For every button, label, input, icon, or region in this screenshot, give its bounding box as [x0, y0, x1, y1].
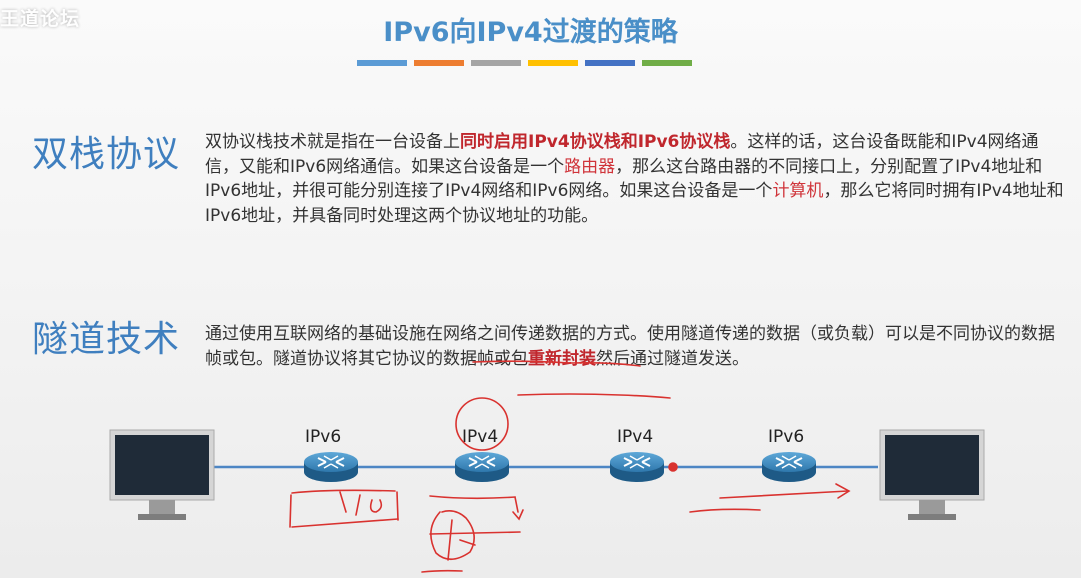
- watermark: 王道论坛: [0, 8, 81, 30]
- color-segment: [471, 60, 521, 66]
- color-segment: [585, 60, 635, 66]
- highlight-text: 路由器: [564, 156, 616, 177]
- color-segment: [528, 60, 578, 66]
- router-label-2: IPv4: [462, 427, 499, 447]
- text-segment: 。这样的话，这台设备既能和IPv4网络通信，又能和IPv6网络通信。如果这台设备…: [205, 132, 1039, 177]
- text-segment: 通过使用互联网络的基础设施在网络之间传递数据的方式。使用隧道传递的数据（或负载）…: [205, 324, 1055, 369]
- dual-stack-heading: 双栈协议: [32, 134, 181, 175]
- router-icon: [609, 451, 665, 483]
- router-label-4: IPv6: [768, 427, 805, 447]
- tunnel-paragraph: 通过使用互联网络的基础设施在网络之间传递数据的方式。使用隧道传递的数据（或负载）…: [205, 322, 1065, 371]
- highlight-text: 计算机: [772, 181, 824, 201]
- handwritten-annotation: [289, 360, 851, 573]
- dual-stack-paragraph: 双协议栈技术就是指在一台设备上同时启用IPv4协议栈和IPv6协议栈。这样的话，…: [205, 130, 1065, 228]
- text-segment: 然后通过隧道发送。: [596, 348, 749, 369]
- tunnel-heading: 隧道技术: [32, 319, 181, 360]
- color-segment: [642, 60, 692, 66]
- text-segment: 双协议栈技术就是指在一台设备上: [205, 132, 460, 152]
- color-segment: [414, 60, 464, 66]
- router-icon: [761, 451, 817, 483]
- router-label-3: IPv4: [617, 427, 654, 447]
- text-segment: ，那么它将同时拥有IPv4地址和IPv6地址，并具备同时处理这两个协议地址的功能…: [205, 181, 1064, 226]
- slide-title: IPv6向IPv4过渡的策略: [383, 17, 678, 48]
- router-icon: [303, 451, 359, 483]
- color-segment: [357, 60, 407, 66]
- router-icon: [454, 451, 510, 483]
- computer-left: [109, 429, 215, 521]
- text-segment: ，那么这台路由器的不同接口上，分别配置了IPv4地址和IPv6地址，并很可能分别…: [205, 156, 1043, 202]
- color-bar: [357, 60, 692, 66]
- computer-right: [879, 429, 985, 521]
- highlight-text: 同时启用IPv4协议栈和IPv6协议栈: [460, 132, 731, 152]
- router-label-1: IPv6: [305, 427, 342, 447]
